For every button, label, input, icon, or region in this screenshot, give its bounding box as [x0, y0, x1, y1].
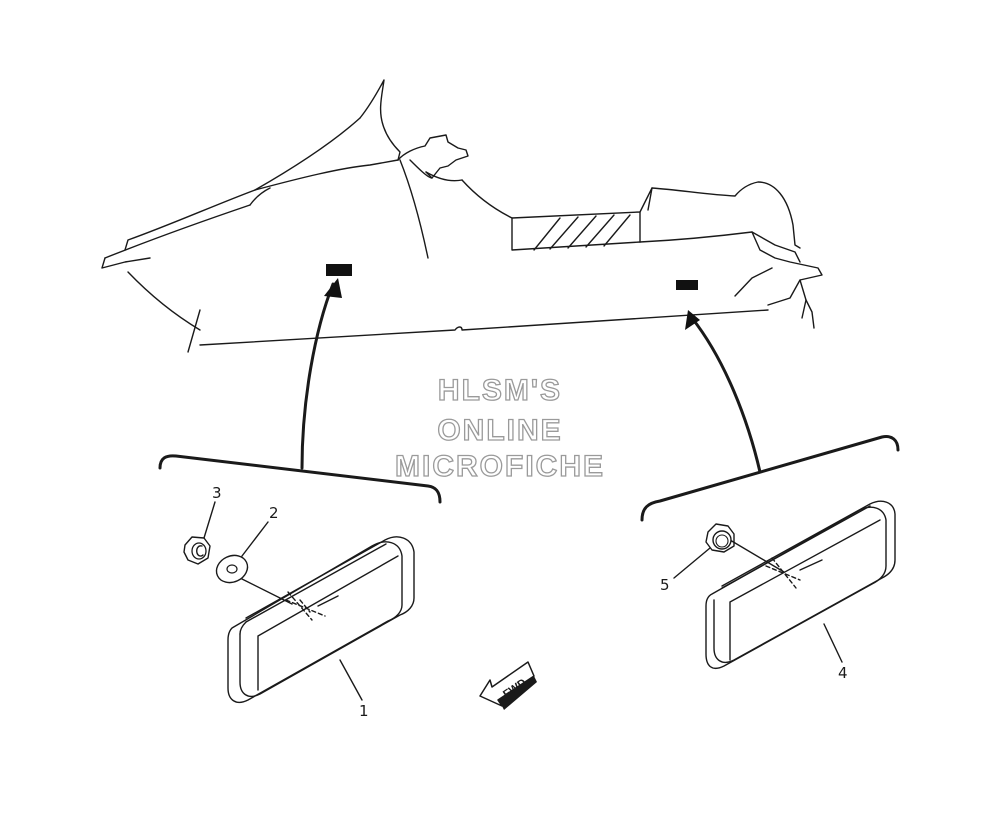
- callout-1-leader: [339, 659, 363, 701]
- callout-4-leader: [823, 623, 843, 663]
- snowmobile-outline: [101, 79, 823, 353]
- reflector-left-part-1: [227, 536, 415, 704]
- callout-2: 2: [269, 504, 279, 522]
- reflector-right-part-4: [705, 500, 896, 670]
- left-location-arrow: [300, 278, 342, 470]
- right-mount-leader: [729, 539, 785, 573]
- watermark-line-1: HLSM'S: [438, 374, 562, 407]
- flange-nut-part-5: [705, 523, 735, 553]
- callout-3-leader: [203, 501, 216, 539]
- nut-part-3: [183, 536, 211, 565]
- washer-part-2: [215, 554, 249, 584]
- right-reflector-assembly: [705, 500, 896, 670]
- watermark-line-2: ONLINE: [437, 414, 562, 447]
- callout-1: 1: [359, 702, 369, 720]
- left-mount-leader: [239, 577, 293, 605]
- right-reflector-position-marker: [676, 280, 698, 290]
- callout-4: 4: [838, 664, 848, 682]
- right-group-bracket: [640, 435, 900, 522]
- left-reflector-position-marker: [326, 264, 352, 276]
- forward-direction-arrow: FWD: [479, 661, 537, 710]
- left-reflector-assembly: [183, 536, 415, 704]
- callout-3: 3: [212, 484, 222, 502]
- callout-5-leader: [673, 547, 711, 579]
- watermark: HLSM'S ONLINE MICROFICHE: [394, 373, 605, 483]
- callout-5: 5: [660, 576, 670, 594]
- right-location-arrow: [685, 310, 762, 474]
- watermark-line-3: MICROFICHE: [395, 450, 605, 483]
- left-group-bracket: [158, 454, 442, 504]
- callout-2-leader: [241, 521, 269, 557]
